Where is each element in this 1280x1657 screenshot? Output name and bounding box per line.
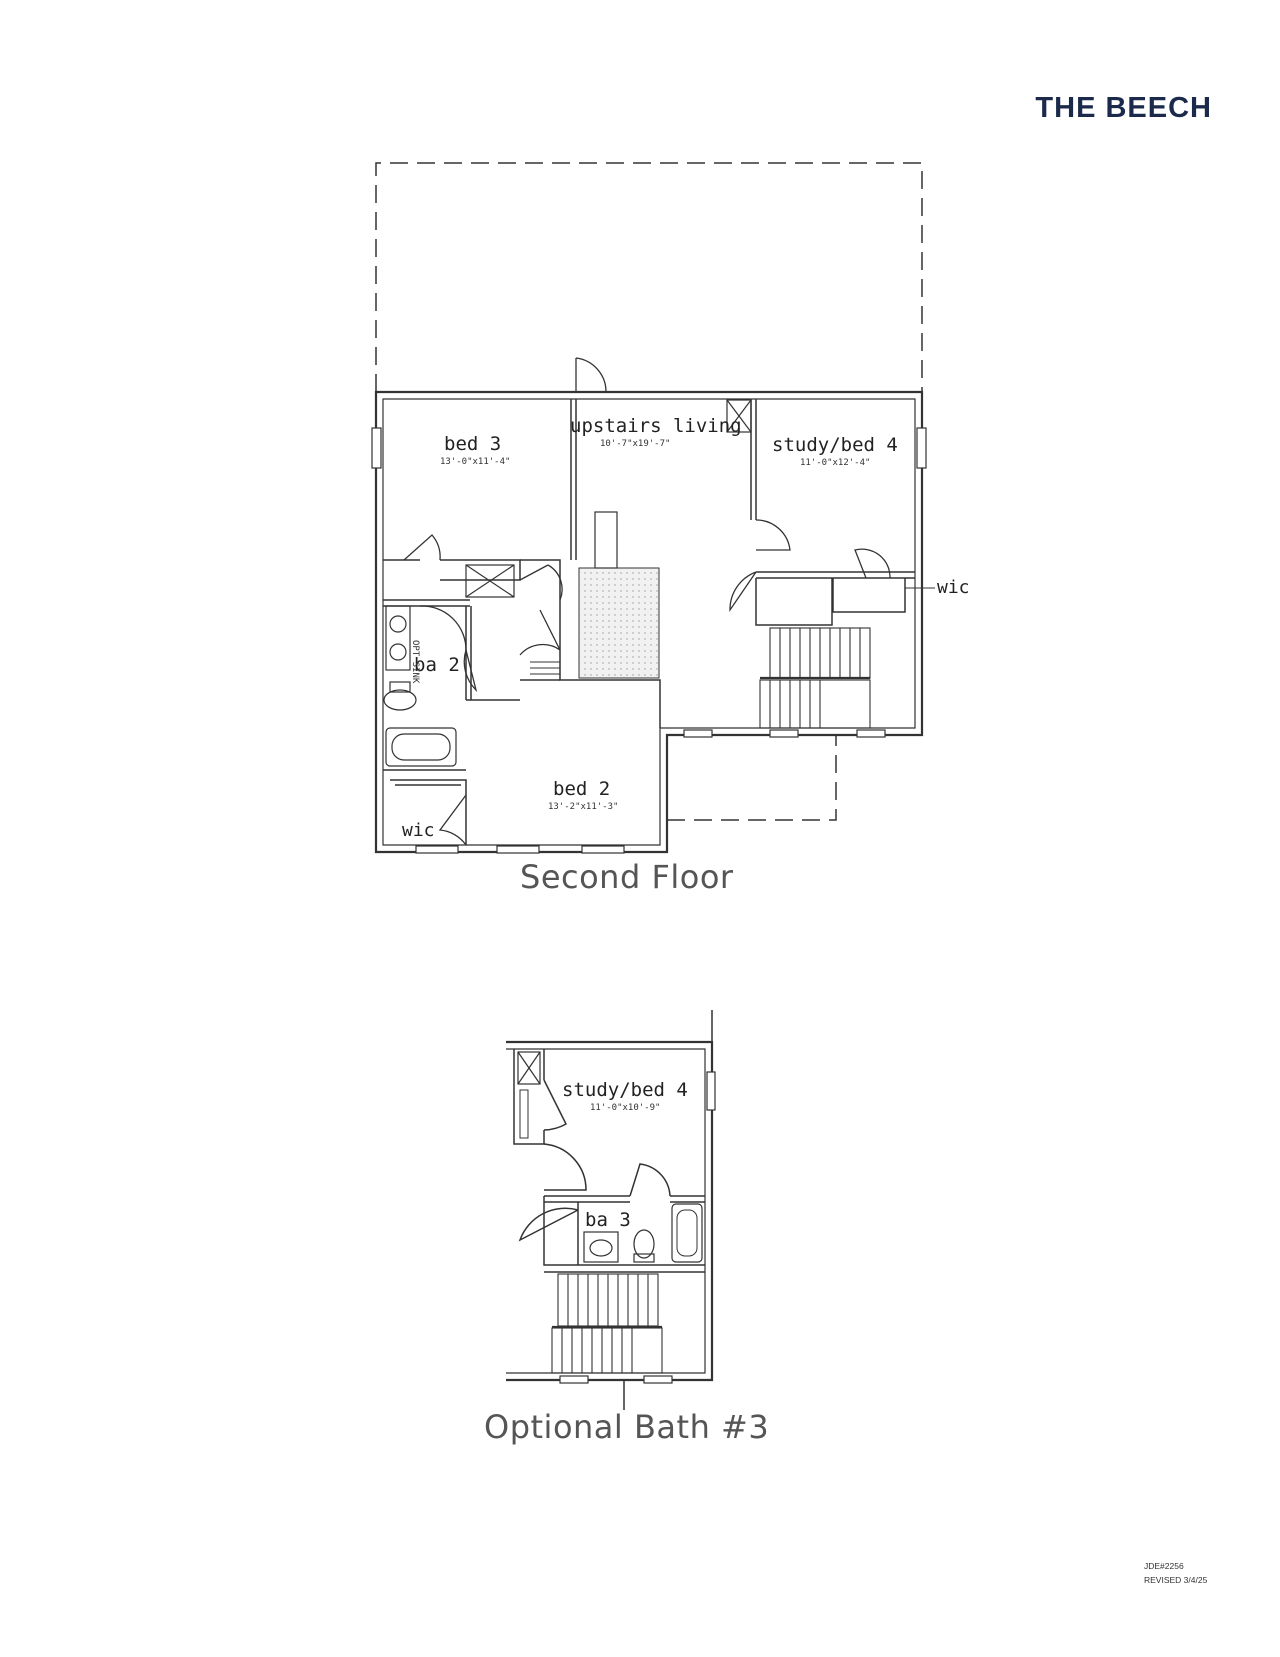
opt-chase-x: [517, 1051, 541, 1085]
optional-bath-caption: Optional Bath #3: [484, 1408, 770, 1446]
opt-door-closet: [543, 1079, 567, 1131]
second-floor-plan: [371, 162, 927, 854]
second-floor-caption: Second Floor: [520, 858, 734, 896]
fixture-label-opt-sink: OPT SINK: [410, 640, 420, 684]
opt-room-dims-study-bed4: 11'-0"x10'-9": [590, 1103, 660, 1113]
opt-tub-inner: [676, 1209, 698, 1257]
porch-dashed-outline: [375, 162, 923, 392]
wall-bed3-south: [383, 559, 521, 581]
room-label-wic-bed2: wic: [402, 820, 435, 841]
bath2-fixtures: [383, 605, 457, 767]
opt-chase-box: [517, 1051, 541, 1085]
wall-bed2-north: [466, 679, 560, 701]
opt-vanity: [583, 1231, 619, 1263]
opt-tub: [671, 1203, 703, 1263]
wall-wic-bed2: [390, 779, 467, 845]
opt-hall-wall: [543, 1196, 705, 1273]
room-label-bed2: bed 2: [553, 778, 610, 800]
windows: [371, 427, 927, 854]
opt-door-hall: [518, 1207, 579, 1242]
room-label-wic-study: wic: [937, 577, 970, 598]
room-dims-bed2: 13'-2"x11'-3": [548, 802, 618, 812]
room-dims-bed3: 13'-0"x11'-4": [440, 457, 510, 467]
room-label-study-bed4: study/bed 4: [772, 434, 898, 456]
chimney-column: [594, 511, 618, 569]
open-to-below: [578, 567, 660, 679]
door-swings: [403, 357, 891, 846]
opt-stairs: [551, 1273, 663, 1374]
opt-sink-bowl: [589, 1239, 613, 1257]
wall-wic-east: [832, 578, 906, 613]
opt-toilet-tank: [633, 1253, 655, 1263]
opt-window-south-2: [643, 1375, 673, 1384]
chase-boxes: [465, 399, 752, 598]
exterior-wall-outer: [374, 390, 924, 854]
wall-stair-box: [755, 578, 833, 626]
opt-bath3-north: [544, 1195, 705, 1203]
wall-bath2-north: [383, 599, 470, 607]
brand-title: THE BEECH: [1035, 92, 1212, 124]
room-label-bed3: bed 3: [444, 433, 501, 455]
opt-exterior-wall-outer: [506, 1040, 714, 1382]
job-number: JDE#2256: [1144, 1561, 1184, 1571]
wall-study-west: [750, 399, 757, 520]
opt-closet-walls: [513, 1049, 545, 1145]
revised-date: REVISED 3/4/25: [1144, 1575, 1208, 1585]
stairs: [530, 627, 871, 729]
opt-room-label-ba3: ba 3: [585, 1209, 631, 1231]
wall-study-south: [756, 571, 915, 579]
opt-closet-shelf: [519, 1089, 529, 1139]
room-dims-study-bed4: 11'-0"x12'-4": [800, 458, 870, 468]
wall-bed3-living: [570, 399, 577, 560]
opt-room-label-study-bed4: study/bed 4: [562, 1079, 688, 1101]
room-dims-upstairs-living: 10'-7"x19'-7": [600, 439, 670, 449]
room-label-upstairs-living: upstairs living: [570, 415, 742, 437]
opt-window-east: [706, 1071, 716, 1111]
opt-toilet: [633, 1229, 655, 1259]
optional-bath-plan: [506, 1010, 716, 1410]
rear-dashed-outline: [667, 735, 837, 821]
opt-door-bath3: [629, 1163, 671, 1197]
opt-window-south-1: [559, 1375, 589, 1384]
opt-door-study: [543, 1143, 587, 1191]
room-label-ba2: ba 2: [414, 654, 460, 676]
